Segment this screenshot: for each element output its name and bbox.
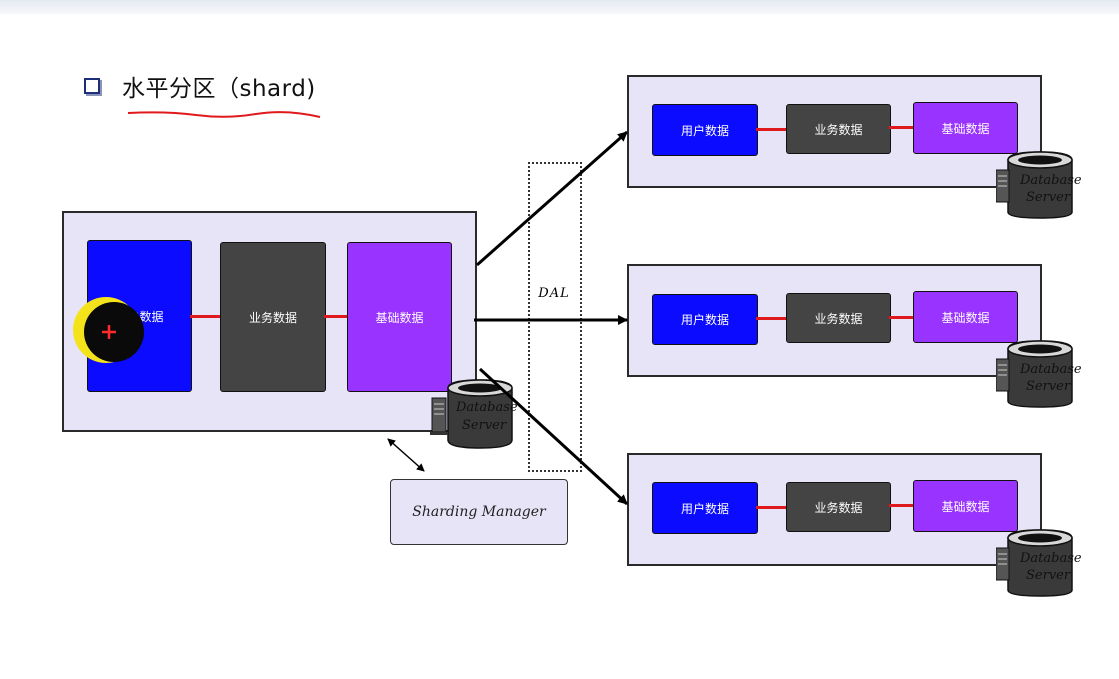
shard1-db-label-line2: Server (1026, 190, 1071, 205)
shard1-base-data-label: 基础数据 (941, 121, 990, 136)
shard1-biz-data-block: 业务数据 (786, 104, 891, 154)
source-link-user-biz (190, 315, 221, 318)
manager-double-arrow (387, 438, 425, 472)
shard3-user-data-label: 用户数据 (680, 501, 729, 516)
source-base-data-label: 基础数据 (375, 310, 424, 325)
shard3-biz-data-block: 业务数据 (786, 482, 891, 532)
shard2-database-server-icon: Database Server (996, 340, 1082, 408)
shard3-db-label-line2: Server (1026, 568, 1071, 583)
arrow-to-shard-1 (476, 130, 628, 267)
shard3-database-server-icon: Database Server (996, 529, 1082, 597)
shard2-link-biz-base (889, 316, 914, 319)
shard1-link-biz-base (889, 126, 914, 129)
shard1-user-data-label: 用户数据 (680, 123, 729, 138)
dal-label: DAL (538, 286, 570, 301)
source-db-label-line1: Database (455, 400, 518, 415)
arrow-to-shard-3 (478, 367, 629, 506)
shard3-db-label-line1: Database (1019, 551, 1082, 566)
shard2-biz-data-label: 业务数据 (814, 311, 863, 326)
shard1-biz-data-label: 业务数据 (814, 122, 863, 137)
shard1-database-server-icon: Database Server (996, 151, 1082, 219)
sharding-manager-box: Sharding Manager (390, 479, 568, 545)
shard1-base-data-block: 基础数据 (913, 102, 1018, 154)
shard2-base-data-block: 基础数据 (913, 291, 1018, 343)
checkbox-bullet-icon (84, 78, 100, 94)
shard2-db-label-line1: Database (1019, 362, 1082, 377)
shard2-biz-data-block: 业务数据 (786, 293, 891, 343)
source-biz-data-label: 业务数据 (248, 310, 297, 325)
shard2-link-user-biz (756, 317, 787, 320)
dal-layer-box (528, 162, 582, 472)
cursor-highlight-icon (73, 297, 144, 363)
shard3-link-user-biz (756, 506, 787, 509)
source-base-data-block: 基础数据 (347, 242, 452, 392)
slide-title-text: 水平分区（shard) (122, 76, 316, 102)
window-top-bar (0, 0, 1119, 14)
shard1-db-label-line1: Database (1019, 173, 1082, 188)
shard3-biz-data-label: 业务数据 (814, 500, 863, 515)
shard2-db-label-line2: Server (1026, 379, 1071, 394)
shard2-base-data-label: 基础数据 (941, 310, 990, 325)
shard3-link-biz-base (889, 504, 914, 507)
title-underline (127, 111, 321, 118)
shard2-user-data-block: 用户数据 (652, 294, 758, 345)
shard3-base-data-block: 基础数据 (913, 480, 1018, 532)
shard1-link-user-biz (756, 128, 787, 131)
shard3-base-data-label: 基础数据 (941, 499, 990, 514)
shard2-user-data-label: 用户数据 (680, 313, 729, 327)
source-database-server-icon: Database Server (430, 379, 518, 449)
source-link-biz-base (324, 315, 348, 318)
sharding-manager-label: Sharding Manager (412, 504, 546, 520)
slide-title: 水平分区（shard) (84, 70, 316, 102)
source-db-label-line2: Server (462, 418, 507, 433)
